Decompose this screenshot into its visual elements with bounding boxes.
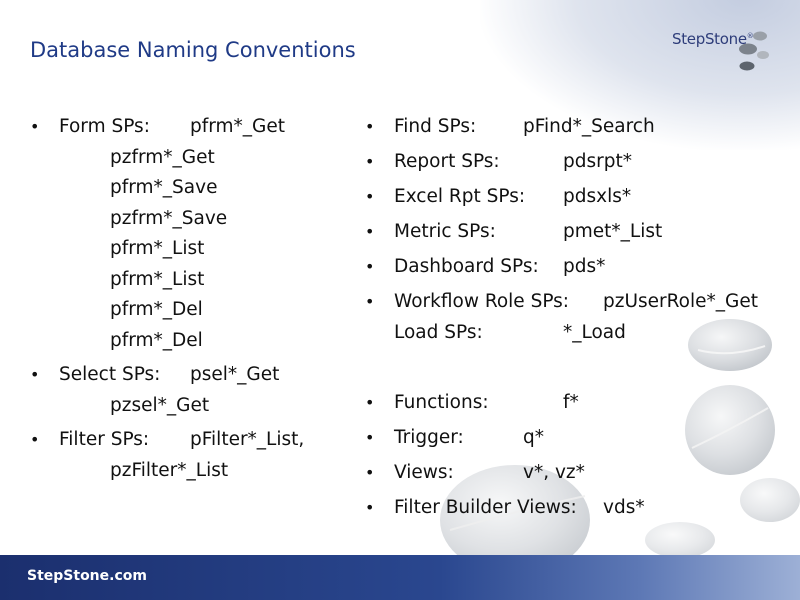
item-label: Workflow Role SPs: <box>394 291 570 312</box>
item-value: pFilter*_List, <box>190 429 305 450</box>
footer-bar: StepStone.com <box>0 555 800 600</box>
item-value: pmet*_List <box>563 221 663 242</box>
item-value: f* <box>563 392 579 413</box>
item-value: pzsel*_Get <box>110 394 210 416</box>
item-value: psel*_Get <box>190 364 280 385</box>
bullet-icon: • <box>365 463 375 482</box>
item-label: Load SPs: <box>394 322 483 343</box>
item-value: pfrm*_Get <box>190 116 286 137</box>
bullet-icon: • <box>30 430 40 449</box>
item-label: Metric SPs: <box>394 221 496 242</box>
bullet-icon: • <box>30 365 40 384</box>
item-value: v*, vz* <box>523 462 585 483</box>
page-title: Database Naming Conventions <box>30 38 356 62</box>
item-value: vds* <box>603 497 645 518</box>
item-label: Form SPs: <box>59 116 150 137</box>
logo-text: StepStone® <box>672 30 754 48</box>
footer-link[interactable]: StepStone.com <box>27 568 147 584</box>
item-label: Excel Rpt SPs: <box>394 186 526 207</box>
logo-stones-icon <box>739 31 769 71</box>
item-value: pfrm*_Del <box>110 299 203 320</box>
bullet-icon: • <box>365 292 375 311</box>
bullet-icon: • <box>365 187 375 206</box>
bullet-icon: • <box>365 152 375 171</box>
item-label: Dashboard SPs: <box>394 256 539 277</box>
item-label: Views: <box>394 462 454 483</box>
pebbles-image <box>440 319 800 560</box>
item-label: Filter SPs: <box>59 429 150 450</box>
item-label: Report SPs: <box>394 151 500 172</box>
item-value: pdsxls* <box>563 186 632 207</box>
item-value: pfrm*_Del <box>110 329 203 351</box>
bullet-icon: • <box>365 498 375 517</box>
bullet-icon: • <box>30 117 40 136</box>
item-value: pzfrm*_Get <box>110 146 215 168</box>
bullet-icon: • <box>365 257 375 276</box>
bullet-icon: • <box>365 428 375 447</box>
item-value: pzfrm*_Save <box>110 207 228 229</box>
item-value: pzUserRole*_Get <box>603 291 758 312</box>
item-value: q* <box>523 427 544 448</box>
item-value: pFind*_Search <box>523 116 655 137</box>
item-value: pzFilter*_List <box>110 459 229 481</box>
bullet-icon: • <box>365 222 375 241</box>
item-label: Filter Builder Views: <box>394 497 577 518</box>
item-value: pfrm*_List <box>110 238 205 259</box>
item-label: Functions: <box>394 392 489 413</box>
item-value: pds* <box>563 256 606 277</box>
item-label: Find SPs: <box>394 116 477 137</box>
item-value: pfrm*_Save <box>110 177 218 198</box>
item-value: pfrm*_List <box>110 268 205 290</box>
item-label: Trigger: <box>394 427 464 448</box>
bullet-icon: • <box>365 393 375 412</box>
item-value: *_Load <box>563 322 626 343</box>
item-label: Select SPs: <box>59 364 161 385</box>
bullet-icon: • <box>365 117 375 136</box>
item-value: pdsrpt* <box>563 151 632 172</box>
corner-decoration <box>480 0 800 150</box>
